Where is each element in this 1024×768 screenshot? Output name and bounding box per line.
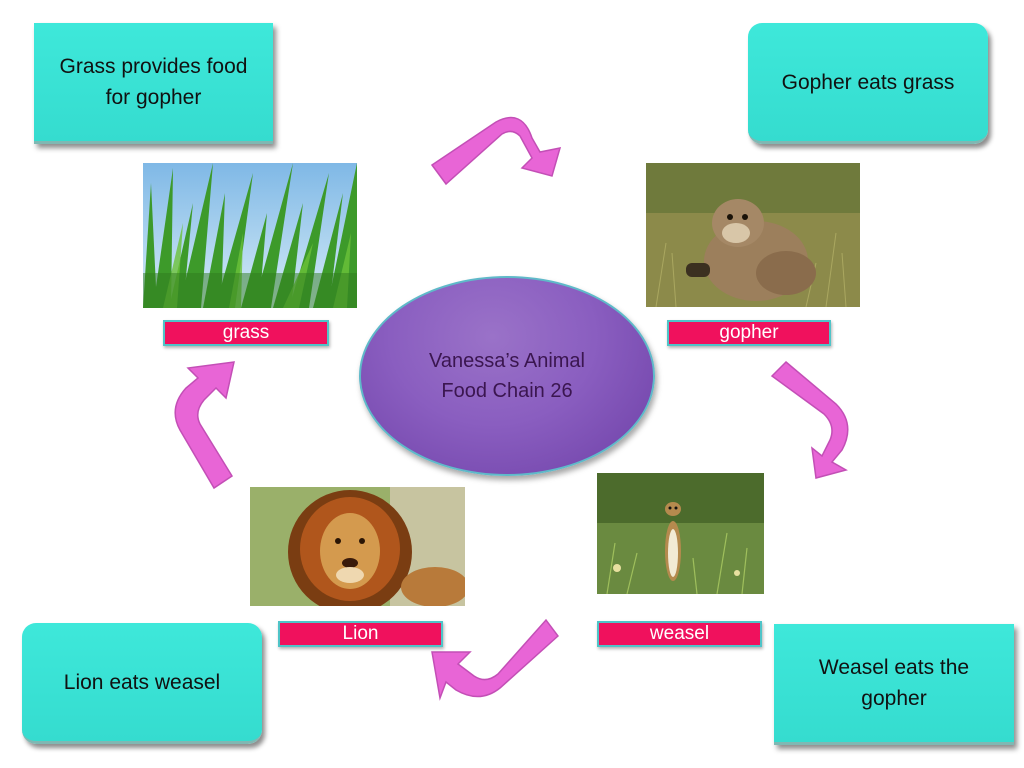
arrow-gopher-to-weasel <box>770 360 849 479</box>
arrow-weasel-to-lion <box>431 618 560 701</box>
grass-info-line1: Grass provides food <box>59 55 248 78</box>
arrow-grass-to-gopher <box>430 116 562 186</box>
lion-info-line1: Lion eats weasel <box>63 670 221 694</box>
weasel-photo <box>597 473 764 594</box>
lion-info-box: Lion eats weasel <box>22 623 262 744</box>
lion-label: Lion <box>278 621 443 647</box>
grass-label: grass <box>163 320 329 346</box>
gopher-info-line1: Gopher eats grass <box>781 70 955 94</box>
weasel-info-line2: gopher <box>861 687 927 710</box>
weasel-info-box: Weasel eats the gopher <box>774 624 1014 745</box>
weasel-label: weasel <box>597 621 762 647</box>
center-title-line2: Food Chain 26 <box>441 380 573 402</box>
gopher-info-box: Gopher eats grass <box>748 23 988 144</box>
arrow-lion-to-grass <box>174 361 235 490</box>
lion-photo <box>250 487 465 606</box>
grass-info-line2: for gopher <box>105 86 202 109</box>
gopher-photo <box>646 163 860 307</box>
center-title-ellipse: Vanessa’s Animal Food Chain 26 <box>359 276 655 476</box>
center-title-line1: Vanessa’s Animal <box>428 350 585 372</box>
grass-info-box: Grass provides food for gopher <box>34 23 273 144</box>
grass-photo <box>143 163 357 308</box>
gopher-label: gopher <box>667 320 831 346</box>
weasel-info-line1: Weasel eats the <box>818 656 970 679</box>
